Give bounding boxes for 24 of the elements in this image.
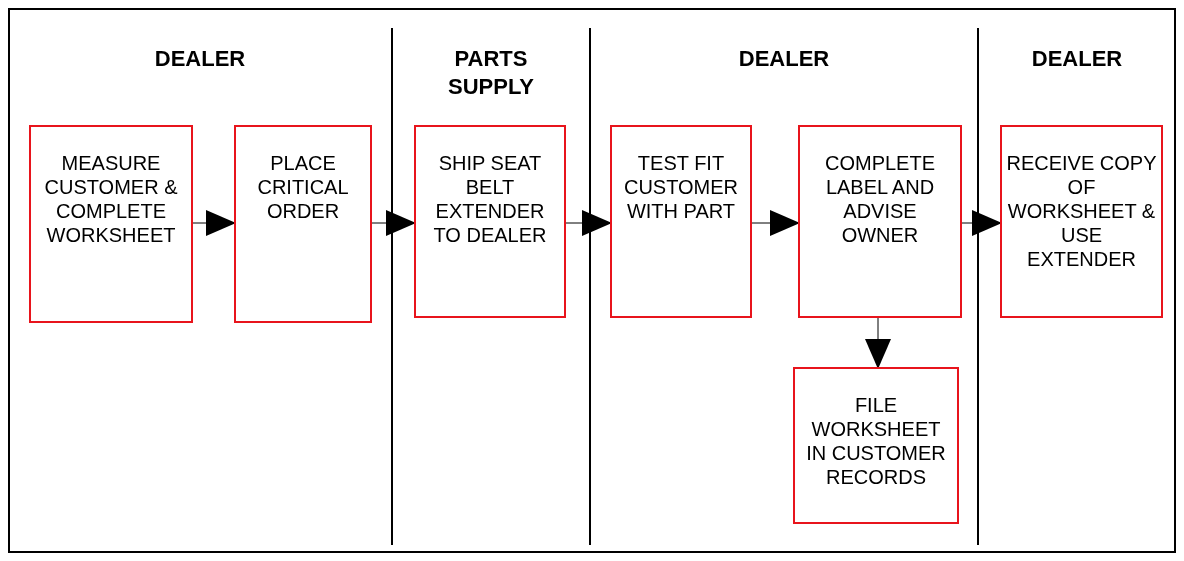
- lane-heading: DEALER: [1030, 45, 1124, 73]
- process-box: [610, 125, 752, 318]
- step-text: TEST FIT CUSTOMER WITH PART: [622, 151, 740, 223]
- step-text: SHIP SEAT BELT EXTENDER TO DEALER: [432, 151, 548, 247]
- arrow: [192, 210, 236, 236]
- process-box: [1000, 125, 1163, 318]
- arrow: [865, 317, 891, 369]
- step-text: RECEIVE COPY OF WORKSHEET & USE EXTENDER: [1006, 151, 1157, 271]
- lane-heading: DEALER: [737, 45, 831, 73]
- step-text: COMPLETE LABEL AND ADVISE OWNER: [824, 151, 936, 247]
- step-text: PLACE CRITICAL ORDER: [256, 151, 350, 223]
- lane-heading: DEALER: [153, 45, 247, 73]
- step-text: FILE WORKSHEET IN CUSTOMER RECORDS: [805, 393, 947, 489]
- step-text: MEASURE CUSTOMER & COMPLETE WORKSHEET: [43, 151, 179, 247]
- process-box: [29, 125, 193, 323]
- process-box: [414, 125, 566, 318]
- process-box: [793, 367, 959, 524]
- arrow: [371, 210, 416, 236]
- process-box: [234, 125, 372, 323]
- process-box: [798, 125, 962, 318]
- lane-heading: PARTS SUPPLY: [447, 45, 535, 101]
- arrow: [961, 210, 1002, 236]
- arrow: [565, 210, 612, 236]
- arrow: [751, 210, 800, 236]
